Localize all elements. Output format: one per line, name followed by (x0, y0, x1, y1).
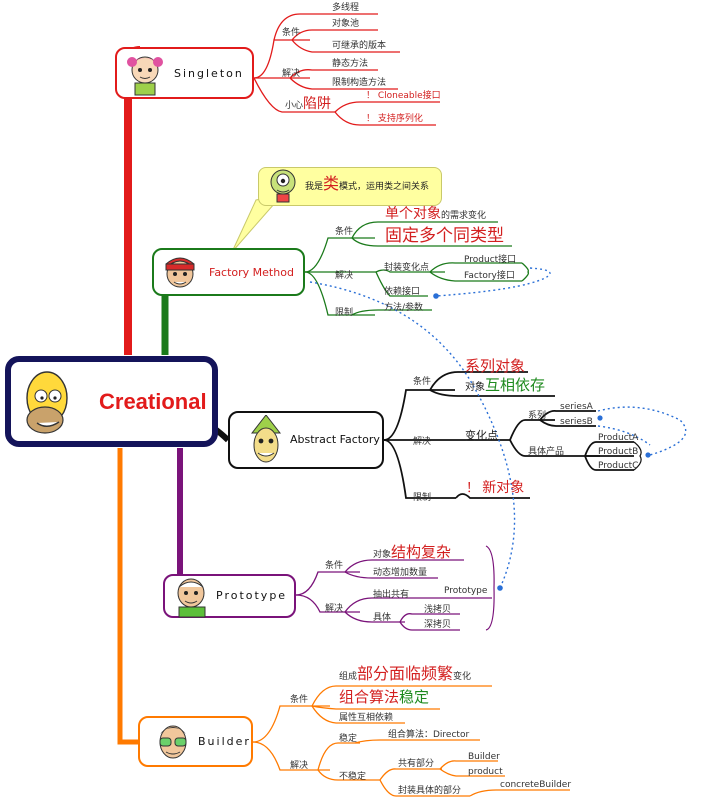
central-title: Creational (99, 389, 207, 414)
prototype-concrete: 具体 (373, 613, 392, 623)
singleton-cond-3: 可继承的版本 (332, 41, 387, 51)
builder-cond-1: 组成部分面临频繁变化 (339, 664, 472, 683)
factory-factory-if: Factory接口 (464, 271, 515, 281)
builder-cond: 条件 (290, 695, 309, 705)
prototype-deep: 深拷贝 (424, 620, 452, 630)
builder-shared: 共有部分 (398, 759, 435, 769)
abstract-cond-2: 对象互相依存 (465, 376, 546, 394)
singleton-cond-1: 多线程 (332, 3, 360, 13)
abstract-solve: 解决 (413, 437, 432, 447)
green-hat-face-icon (250, 415, 282, 463)
builder-unstable: 不稳定 (339, 772, 367, 782)
factory-cond: 条件 (335, 227, 354, 237)
builder-solve: 解决 (290, 761, 309, 771)
factory-limit-item: 方法/参数 (384, 303, 424, 313)
prototype-shallow: 浅拷贝 (424, 605, 452, 615)
factory-title: Factory Method (209, 266, 294, 279)
abstract-factory-topic[interactable]: Abstract Factory (228, 411, 384, 469)
singleton-solve: 解决 (282, 69, 301, 79)
factory-method-topic[interactable]: Factory Method (152, 248, 305, 296)
abstract-limit-item: ！ 新对象 (466, 480, 525, 496)
callout-text: 我是类模式，运用类之间关系 (305, 174, 430, 193)
abstract-cond-1: 系列对象 (465, 357, 526, 375)
singleton-cond: 条件 (282, 28, 301, 38)
builder-cond-3: 属性互相依赖 (339, 713, 394, 723)
abstract-product-a: ProductA (598, 433, 639, 443)
old-man-face-icon (177, 578, 206, 618)
abstract-cond: 条件 (413, 377, 432, 387)
singleton-solve-2: 限制构造方法 (332, 78, 387, 88)
abstract-title: Abstract Factory (290, 433, 380, 446)
red-cap-face-icon (165, 257, 195, 288)
factory-solve: 解决 (335, 271, 354, 281)
builder-stable: 稳定 (339, 734, 358, 744)
prototype-cond-2: 动态增加数量 (373, 568, 428, 578)
singleton-trap-1: ！ Cloneable接口 (366, 91, 441, 101)
singleton-topic[interactable]: Singleton (115, 47, 254, 99)
factory-product-if: Product接口 (464, 255, 517, 265)
prototype-cond-1: 对象结构复杂 (373, 543, 452, 561)
abstract-series: 系列 (528, 411, 547, 421)
central-topic[interactable]: Creational (5, 356, 218, 447)
glasses-face-icon (159, 725, 187, 759)
builder-cond-2: 组合算法稳定 (339, 688, 430, 706)
singleton-solve-1: 静态方法 (332, 59, 369, 69)
factory-cond-2: 固定多个同类型 (385, 226, 504, 246)
prototype-title: Prototype (216, 589, 288, 602)
abstract-change: 变化点 (465, 429, 498, 442)
prototype-cond: 条件 (325, 561, 344, 571)
builder-builder-item: Builder (468, 752, 500, 762)
prototype-solve: 解决 (325, 604, 344, 614)
builder-director: 组合算法：Director (388, 730, 470, 740)
singleton-cond-2: 对象池 (332, 19, 360, 29)
builder-title: Builder (198, 735, 251, 748)
girl-face-icon (127, 56, 163, 96)
factory-depend: 依赖接口 (384, 287, 421, 297)
abstract-series-a: seriesA (560, 402, 593, 412)
factory-callout: 我是类模式，运用类之间关系 (258, 167, 442, 206)
singleton-trap: 小心陷阱 (285, 96, 332, 112)
builder-topic[interactable]: Builder (138, 716, 253, 767)
abstract-product-b: ProductB (598, 447, 639, 457)
singleton-trap-2: ！ 支持序列化 (366, 114, 423, 124)
abstract-limit: 限制 (413, 493, 432, 503)
factory-cond-1: 单个对象的需求变化 (385, 206, 487, 222)
builder-product-item: product (468, 767, 503, 777)
factory-encap: 封装变化点 (384, 263, 430, 273)
cyclops-face-icon (270, 169, 296, 203)
homer-face-icon (26, 371, 68, 434)
prototype-common: 抽出共有 (373, 590, 410, 600)
builder-concrete: concreteBuilder (500, 780, 572, 790)
factory-limit: 限制 (335, 308, 354, 318)
abstract-product-c: ProductC (598, 461, 639, 471)
singleton-title: Singleton (174, 67, 244, 80)
builder-encap: 封装具体的部分 (398, 786, 462, 796)
abstract-series-b: seriesB (560, 417, 593, 427)
abstract-product: 具体产品 (528, 447, 565, 457)
prototype-topic[interactable]: Prototype (163, 574, 296, 618)
prototype-proto: Prototype (444, 586, 488, 596)
